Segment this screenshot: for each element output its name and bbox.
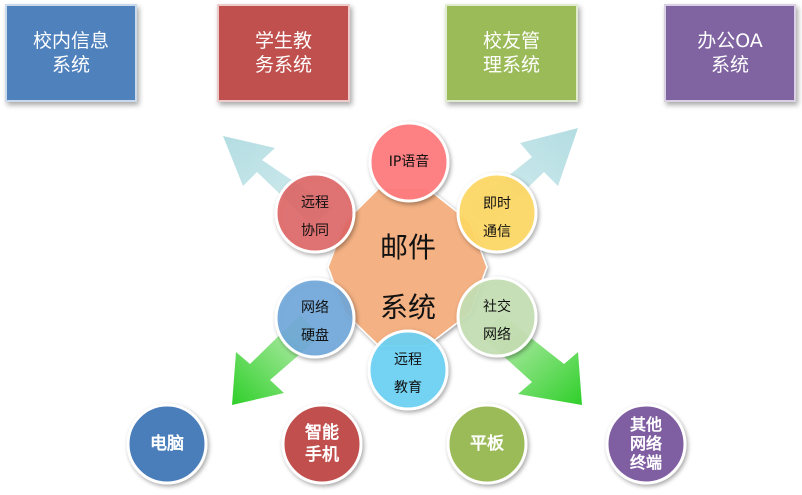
device-label-tablet: 平板 [470,434,504,454]
top-box-student-affairs: 学生教 务系统 [217,4,350,102]
device-label-phone: 智能 手机 [305,423,339,465]
top-box-label: 校内信息 系统 [32,30,109,76]
device-circle-tablet [446,403,528,485]
feature-label-social: 社交 网络 [483,299,511,343]
feature-label-net-disk: 网络 硬盘 [301,300,329,344]
top-box-campus-info: 校内信息 系统 [5,4,137,102]
device-circle-pc [126,403,208,485]
feature-label-remote-collab: 远程 协同 [301,195,329,239]
feature-circle-social [456,276,538,358]
device-circle-phone [281,403,363,485]
feature-circle-net-disk [274,277,356,359]
feature-circle-remote-collab [274,172,356,254]
device-label-other: 其他 网络 终端 [629,415,662,472]
device-circle-other [605,403,687,485]
feature-circle-ip-voice [368,121,450,203]
top-box-label: 学生教 务系统 [254,30,312,76]
feature-label-instant-msg: 即时 通信 [483,196,511,240]
top-box-alumni: 校友管 理系统 [445,4,578,102]
top-box-office-oa: 办公OA 系统 [664,4,796,102]
device-label-pc: 电脑 [150,434,184,454]
top-box-label: 校友管 理系统 [482,30,540,76]
center-label: 邮件 系统 [379,231,436,324]
feature-label-remote-edu: 远程 教育 [394,352,422,396]
feature-circle-instant-msg [456,172,538,254]
feature-circle-remote-edu [367,329,449,411]
top-box-label: 办公OA 系统 [697,30,763,76]
feature-label-ip-voice: IP语音 [388,154,430,170]
